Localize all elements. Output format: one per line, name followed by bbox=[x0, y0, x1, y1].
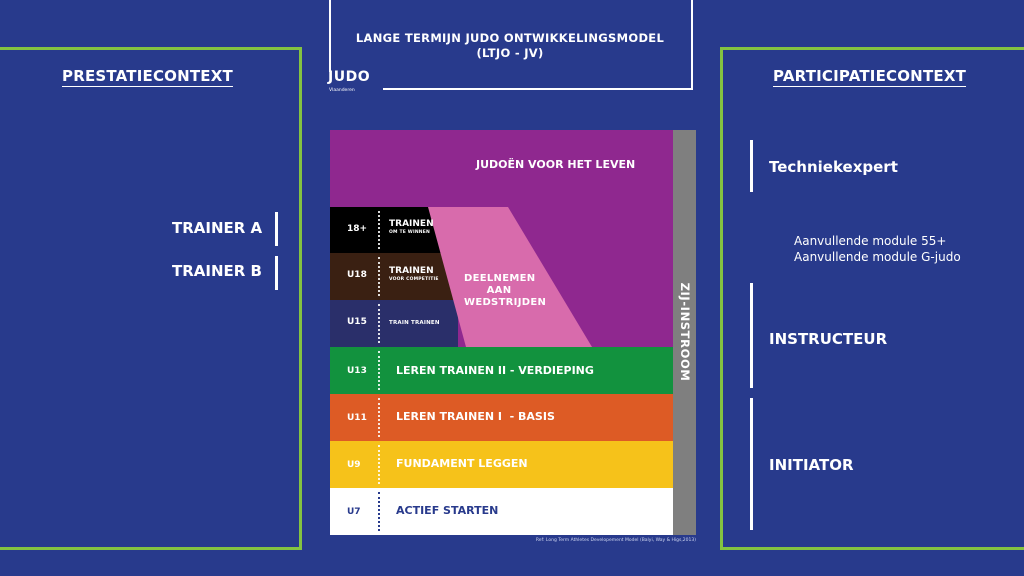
zij-instroom-label: ZIJ-INSTROOM bbox=[678, 282, 692, 382]
band-u11: U11 LEREN TRAINEN I - BASIS bbox=[330, 394, 673, 441]
trainer-b-label: TRAINER B bbox=[172, 262, 262, 280]
deelnemen-aan-wedstrijden-label: DEELNEMEN AAN WEDSTRIJDEN bbox=[464, 273, 547, 308]
initiator-bar bbox=[750, 398, 753, 530]
row-u18-age: U18 bbox=[347, 270, 367, 280]
zij-instroom-bar bbox=[673, 130, 696, 535]
model-top-shapes bbox=[330, 130, 673, 347]
trainer-b-bar bbox=[275, 256, 278, 290]
row-18plus-sub: OM TE WINNEN bbox=[389, 230, 430, 235]
header-frame bbox=[329, 0, 693, 90]
initiator-label: INITIATOR bbox=[769, 456, 854, 474]
module-55-label: Aanvullende module 55+ bbox=[794, 234, 947, 248]
row-u15-bg bbox=[330, 300, 458, 347]
row-u18-sub: VOOR COMPETITIE bbox=[389, 277, 439, 282]
deelnemen-aan-wedstrijden-shape bbox=[428, 207, 592, 347]
participatiecontext-panel bbox=[720, 47, 1024, 550]
prestatiecontext-title: PRESTATIECONTEXT bbox=[62, 67, 233, 85]
row-18plus-main: TRAINEN bbox=[389, 219, 434, 229]
band-u9: U9 FUNDAMENT LEGGEN bbox=[330, 441, 673, 488]
reference-note: Ref: Long Term Athletes Developement Mod… bbox=[535, 538, 696, 543]
band-u7: U7 ACTIEF STARTEN bbox=[330, 488, 673, 535]
row-u18-main: TRAINEN bbox=[389, 266, 434, 276]
band-u13: U13 LEREN TRAINEN II - VERDIEPING bbox=[330, 347, 673, 394]
participatiecontext-title: PARTICIPATIECONTEXT bbox=[773, 67, 967, 85]
judoen-voor-het-leven-label: JUDOËN VOOR HET LEVEN bbox=[476, 158, 636, 171]
judo-vlaanderen-logo: JUDO Vlaanderen bbox=[328, 69, 371, 93]
prestatiecontext-panel bbox=[0, 47, 302, 550]
module-g-judo-label: Aanvullende module G-judo bbox=[794, 250, 961, 264]
techniekexpert-label: Techniekexpert bbox=[769, 158, 898, 176]
trainer-a-label: TRAINER A bbox=[172, 219, 263, 237]
instructeur-label: INSTRUCTEUR bbox=[769, 330, 888, 348]
row-u15-sub: TRAIN TRAINEN bbox=[389, 320, 440, 326]
instructeur-bar bbox=[750, 283, 753, 388]
trainer-a-bar bbox=[275, 212, 278, 246]
ltjo-model: JUDOËN VOOR HET LEVEN 18+ TRAINEN OM TE … bbox=[330, 130, 696, 535]
row-u18-bg bbox=[330, 253, 458, 300]
row-u15-age: U15 bbox=[347, 317, 367, 327]
row-18plus-age: 18+ bbox=[347, 224, 368, 234]
techniekexpert-bar bbox=[750, 140, 753, 192]
header-title: LANGE TERMIJN JUDO ONTWIKKELINGSMODEL (L… bbox=[355, 31, 665, 60]
